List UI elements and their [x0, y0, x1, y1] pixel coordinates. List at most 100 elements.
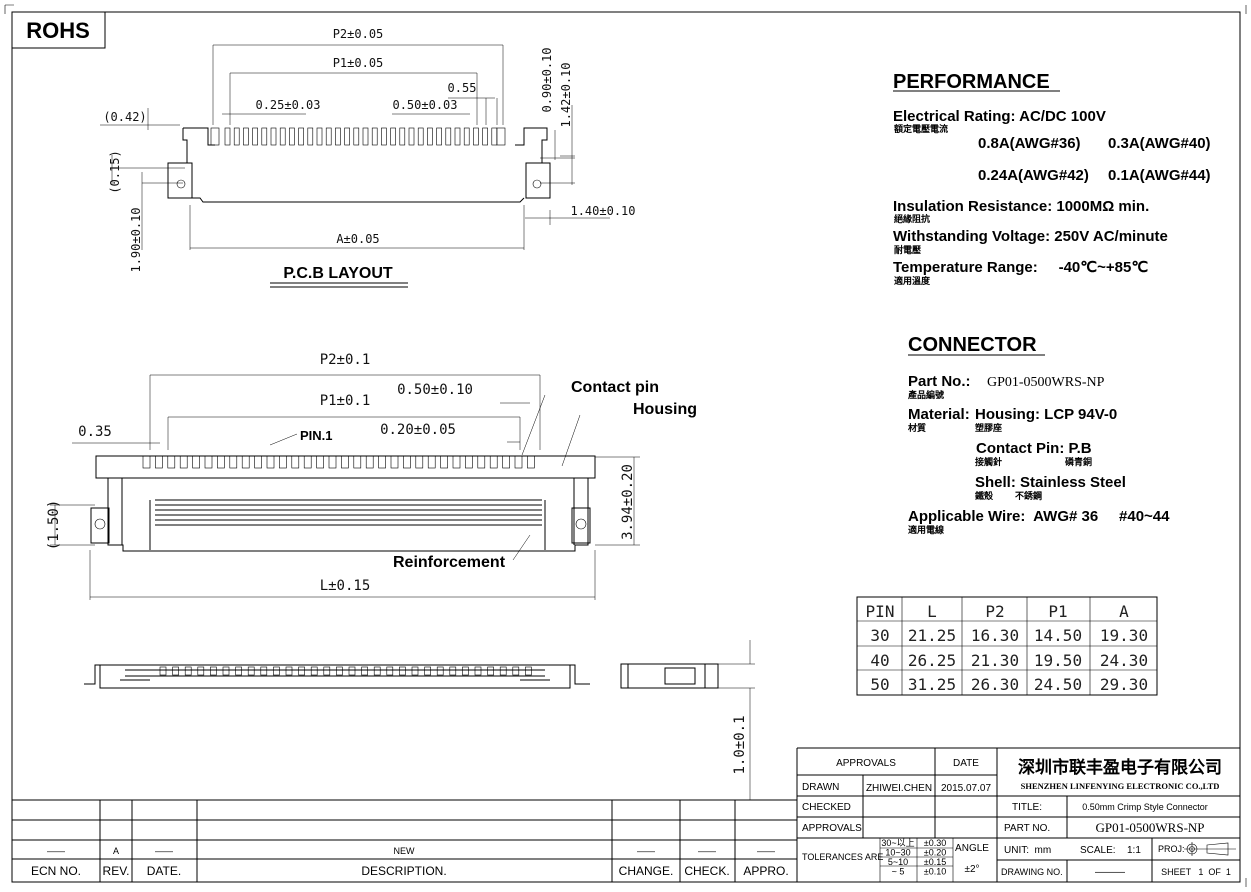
pcb-pad	[279, 127, 286, 146]
pin-table-header: P1	[1048, 602, 1067, 621]
contact-pin	[192, 455, 200, 469]
pin-table-cell: 26.30	[971, 675, 1019, 694]
contact-pin-bottom	[210, 666, 217, 676]
tolerances-label: TOLERANCES ARE	[802, 852, 883, 862]
contact-pin-bottom	[159, 666, 167, 676]
dim-a: A±0.05	[336, 232, 379, 246]
pin-table-cell: 31.25	[908, 675, 956, 694]
contact-pin	[452, 455, 461, 469]
contact-pin-bottom	[525, 666, 532, 676]
pcb-anchor-pad	[210, 127, 220, 146]
dim-015: (0.15)	[108, 150, 122, 193]
withstanding-cn: 耐電壓	[894, 244, 921, 255]
pin-table-cell: 26.25	[908, 651, 956, 670]
revision-table: ——A——NEW——————ECN NO.REV.DATE.DESCRIPTIO…	[12, 799, 797, 882]
contact-pin-cn: 接觸針	[975, 456, 1002, 467]
drawn-by: ZHIWEI.CHEN	[866, 783, 932, 794]
pcb-pad	[463, 127, 470, 146]
revision-header: CHANGE.	[619, 864, 674, 878]
sheet-border	[11, 11, 1241, 883]
contact-pin-bottom	[348, 666, 356, 676]
pcb-pad	[270, 127, 277, 146]
shell-cn2: 不銹鋼	[1015, 490, 1042, 501]
pcb-pad	[371, 127, 378, 146]
contact-pin-bottom	[474, 666, 482, 676]
dim-front-p2: P2±0.1	[320, 352, 371, 368]
title-label: TITLE:	[1012, 802, 1042, 813]
contact-pin	[266, 455, 275, 469]
contact-pin-bottom	[298, 666, 305, 676]
projection-label: PROJ:	[1158, 844, 1185, 854]
dim-055: 0.55	[448, 81, 477, 95]
pcb-pad	[289, 127, 295, 146]
tolerance-range: 10~30	[885, 848, 910, 858]
pcb-pad	[353, 127, 360, 146]
contact-pin	[341, 455, 349, 469]
pcb-pad	[307, 127, 314, 146]
contact-pin-bottom	[436, 666, 444, 676]
bottom-view: 1.0±0.1	[84, 640, 755, 800]
applicable-wire: Applicable Wire: AWG# 36 #40~44	[908, 508, 1170, 525]
insulation-cn: 絕緣阻抗	[894, 213, 930, 224]
pcb-pad	[390, 127, 396, 146]
contact-pin	[279, 455, 287, 469]
temperature-range: Temperature Range: -40℃~+85℃	[893, 259, 1148, 276]
contact-pin	[303, 455, 312, 469]
contact-pin	[403, 455, 411, 469]
pcb-pad	[427, 127, 433, 146]
contact-pin	[390, 455, 399, 469]
contact-pin	[229, 455, 238, 469]
rohs-badge: ROHS	[26, 18, 90, 43]
angle-label: ANGLE	[955, 843, 989, 854]
scale-label: SCALE:	[1080, 845, 1116, 856]
sheet-number: SHEET 1 OF 1	[1161, 867, 1231, 877]
part-no-value: GP01-0500WRS-NP	[987, 375, 1105, 390]
pcb-pad	[362, 127, 369, 146]
pcb-pad	[482, 127, 488, 146]
contact-pin-bottom	[310, 666, 318, 676]
dim-090: 0.90±0.10	[540, 47, 554, 112]
dim-front-035: 0.35	[78, 424, 112, 440]
pin-table-header: L	[927, 602, 937, 621]
pcb-anchor-pad	[496, 127, 506, 146]
dim-front-l: L±0.15	[320, 578, 371, 594]
contact-pin-bottom	[373, 666, 381, 676]
angle-tolerance: ±2°	[964, 864, 979, 875]
contact-pin-cn2: 磷青銅	[1065, 456, 1092, 467]
pin-table-cell: 21.25	[908, 626, 956, 645]
pin-table-header: PIN	[866, 602, 895, 621]
contact-pin	[204, 455, 213, 469]
title-block: APPROVALS DATE DRAWN ZHIWEI.CHEN 2015.07…	[796, 747, 1240, 882]
revision-header: REV.	[103, 864, 130, 878]
contact-pin	[241, 455, 250, 469]
dim-190: 1.90±0.10	[129, 207, 143, 272]
date-header: DATE	[953, 758, 979, 769]
pin-table-cell: 24.50	[1034, 675, 1082, 694]
contact-pin-material: Contact Pin: P.B	[976, 440, 1092, 457]
dim-front-150: (1.50)	[46, 500, 62, 551]
company-name-en: SHENZHEN LINFENYING ELECTRONIC CO.,LTD	[1021, 781, 1220, 791]
contact-pin-bottom	[499, 666, 507, 676]
revision-header: DESCRIPTION.	[361, 864, 446, 878]
current-awg42: 0.24A(AWG#42)	[978, 167, 1089, 184]
contact-pin	[378, 455, 386, 469]
tolerance-value: ±0.15	[924, 857, 946, 867]
contact-pin	[142, 455, 151, 469]
contact-pin-bottom	[260, 666, 268, 676]
material-cn: 材質	[907, 422, 926, 433]
contact-pin-bottom	[247, 666, 255, 676]
material-label: Material:	[908, 406, 970, 423]
contact-pin-bottom	[424, 666, 431, 676]
contact-pin	[365, 455, 374, 469]
contact-pin	[440, 455, 448, 469]
scale-value: 1:1	[1127, 845, 1141, 856]
contact-pin	[353, 455, 362, 469]
pin-table-cell: 19.30	[1100, 626, 1148, 645]
contact-pin-bottom	[323, 666, 331, 676]
drawn-label: DRAWN	[802, 782, 839, 793]
revision-header: APPRO.	[743, 864, 788, 878]
contact-pin-bottom	[172, 666, 179, 676]
pin-table-cell: 30	[870, 626, 889, 645]
